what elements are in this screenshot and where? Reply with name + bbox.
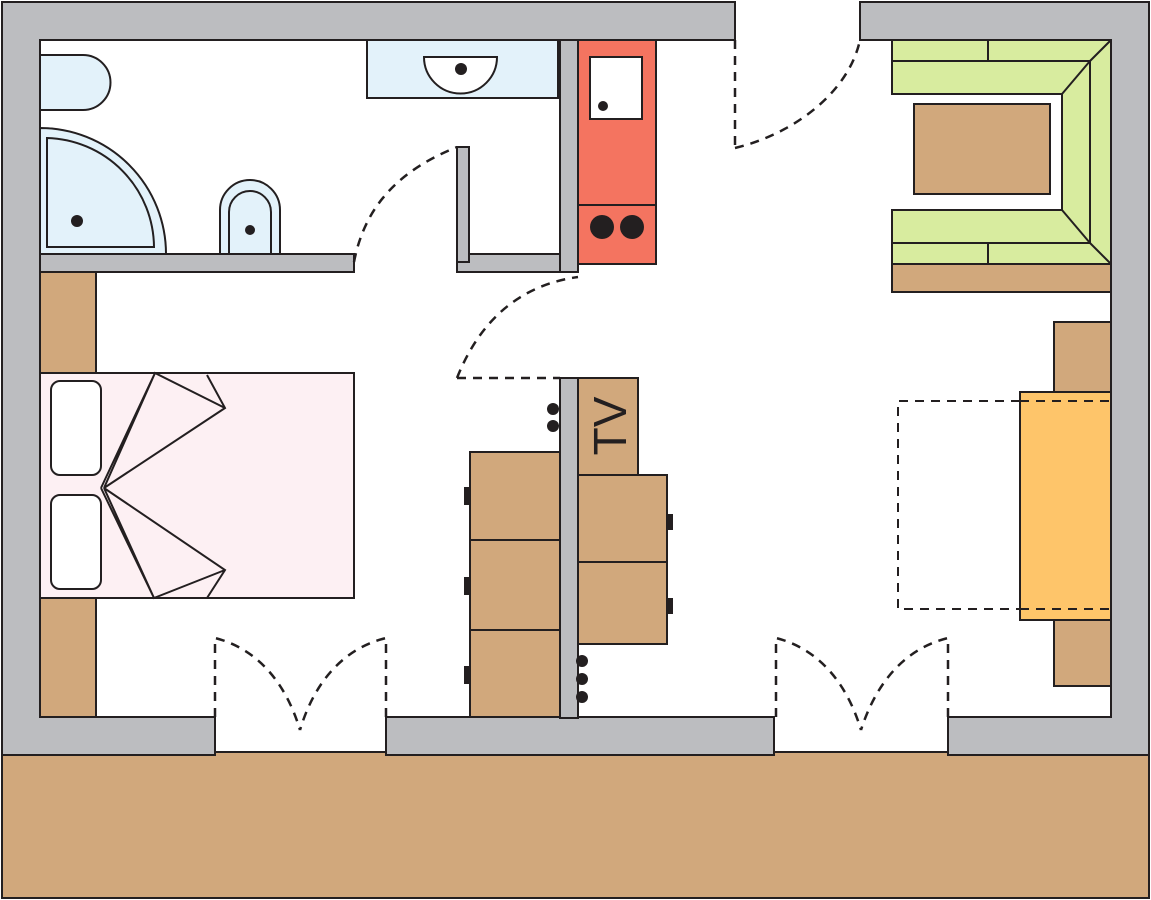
power-outlet: [576, 673, 588, 685]
toilet: [39, 54, 112, 111]
wardrobes: TV: [464, 377, 673, 718]
wardrobe-living: [577, 474, 668, 645]
doors: [213, 39, 950, 731]
wall-bottom-middle: [385, 716, 775, 756]
sofa-base-shelf: [891, 263, 1112, 293]
washbasin: [422, 56, 499, 95]
wardrobe-handle: [668, 514, 673, 530]
bathroom-door-jamb: [456, 146, 470, 263]
hob-burner-right: [620, 215, 644, 239]
living-balcony-door: [774, 636, 950, 731]
balcony-deck: [1, 751, 1150, 899]
bidet-drain: [245, 225, 255, 235]
washbasin-drain: [455, 63, 467, 75]
wardrobe-handle: [668, 598, 673, 614]
interior-walls: [39, 39, 579, 719]
duvet-fold: [100, 371, 227, 600]
bidet-inner: [228, 190, 272, 255]
sink-drain: [598, 101, 608, 111]
bathroom-wall-left: [39, 253, 355, 273]
kitchen-sink: [589, 56, 643, 120]
wardrobe-handle: [464, 577, 469, 595]
wardrobe-handle: [464, 487, 469, 505]
power-outlet: [576, 691, 588, 703]
shower-drain: [71, 215, 83, 227]
table-extension-outline: [897, 400, 1020, 610]
kitchenette: [577, 39, 657, 265]
pillow-bottom: [50, 494, 102, 590]
dining-area: [897, 321, 1112, 687]
shower-tray-inner: [46, 136, 156, 248]
sofa-area: [891, 39, 1112, 293]
bedroom-door: [455, 275, 579, 380]
coffee-table: [913, 103, 1051, 195]
shower-tray: [39, 126, 168, 255]
wardrobe-bedroom: [469, 451, 561, 718]
bedroom-living-wall: [559, 377, 579, 719]
hob-burner-left: [590, 215, 614, 239]
tv-label: TV: [584, 396, 636, 455]
bathroom-door: [352, 145, 458, 263]
entrance-door: [733, 39, 862, 150]
pillow-top: [50, 380, 102, 476]
wardrobe-handle: [464, 666, 469, 684]
bedroom-balcony-door: [213, 636, 388, 731]
dining-table: [1019, 391, 1112, 621]
power-outlet: [547, 403, 559, 415]
power-outlet: [547, 420, 559, 432]
bathroom: [39, 39, 559, 255]
bathroom-kitchen-wall: [559, 39, 579, 273]
power-outlet: [576, 655, 588, 667]
bedroom: [39, 271, 355, 718]
